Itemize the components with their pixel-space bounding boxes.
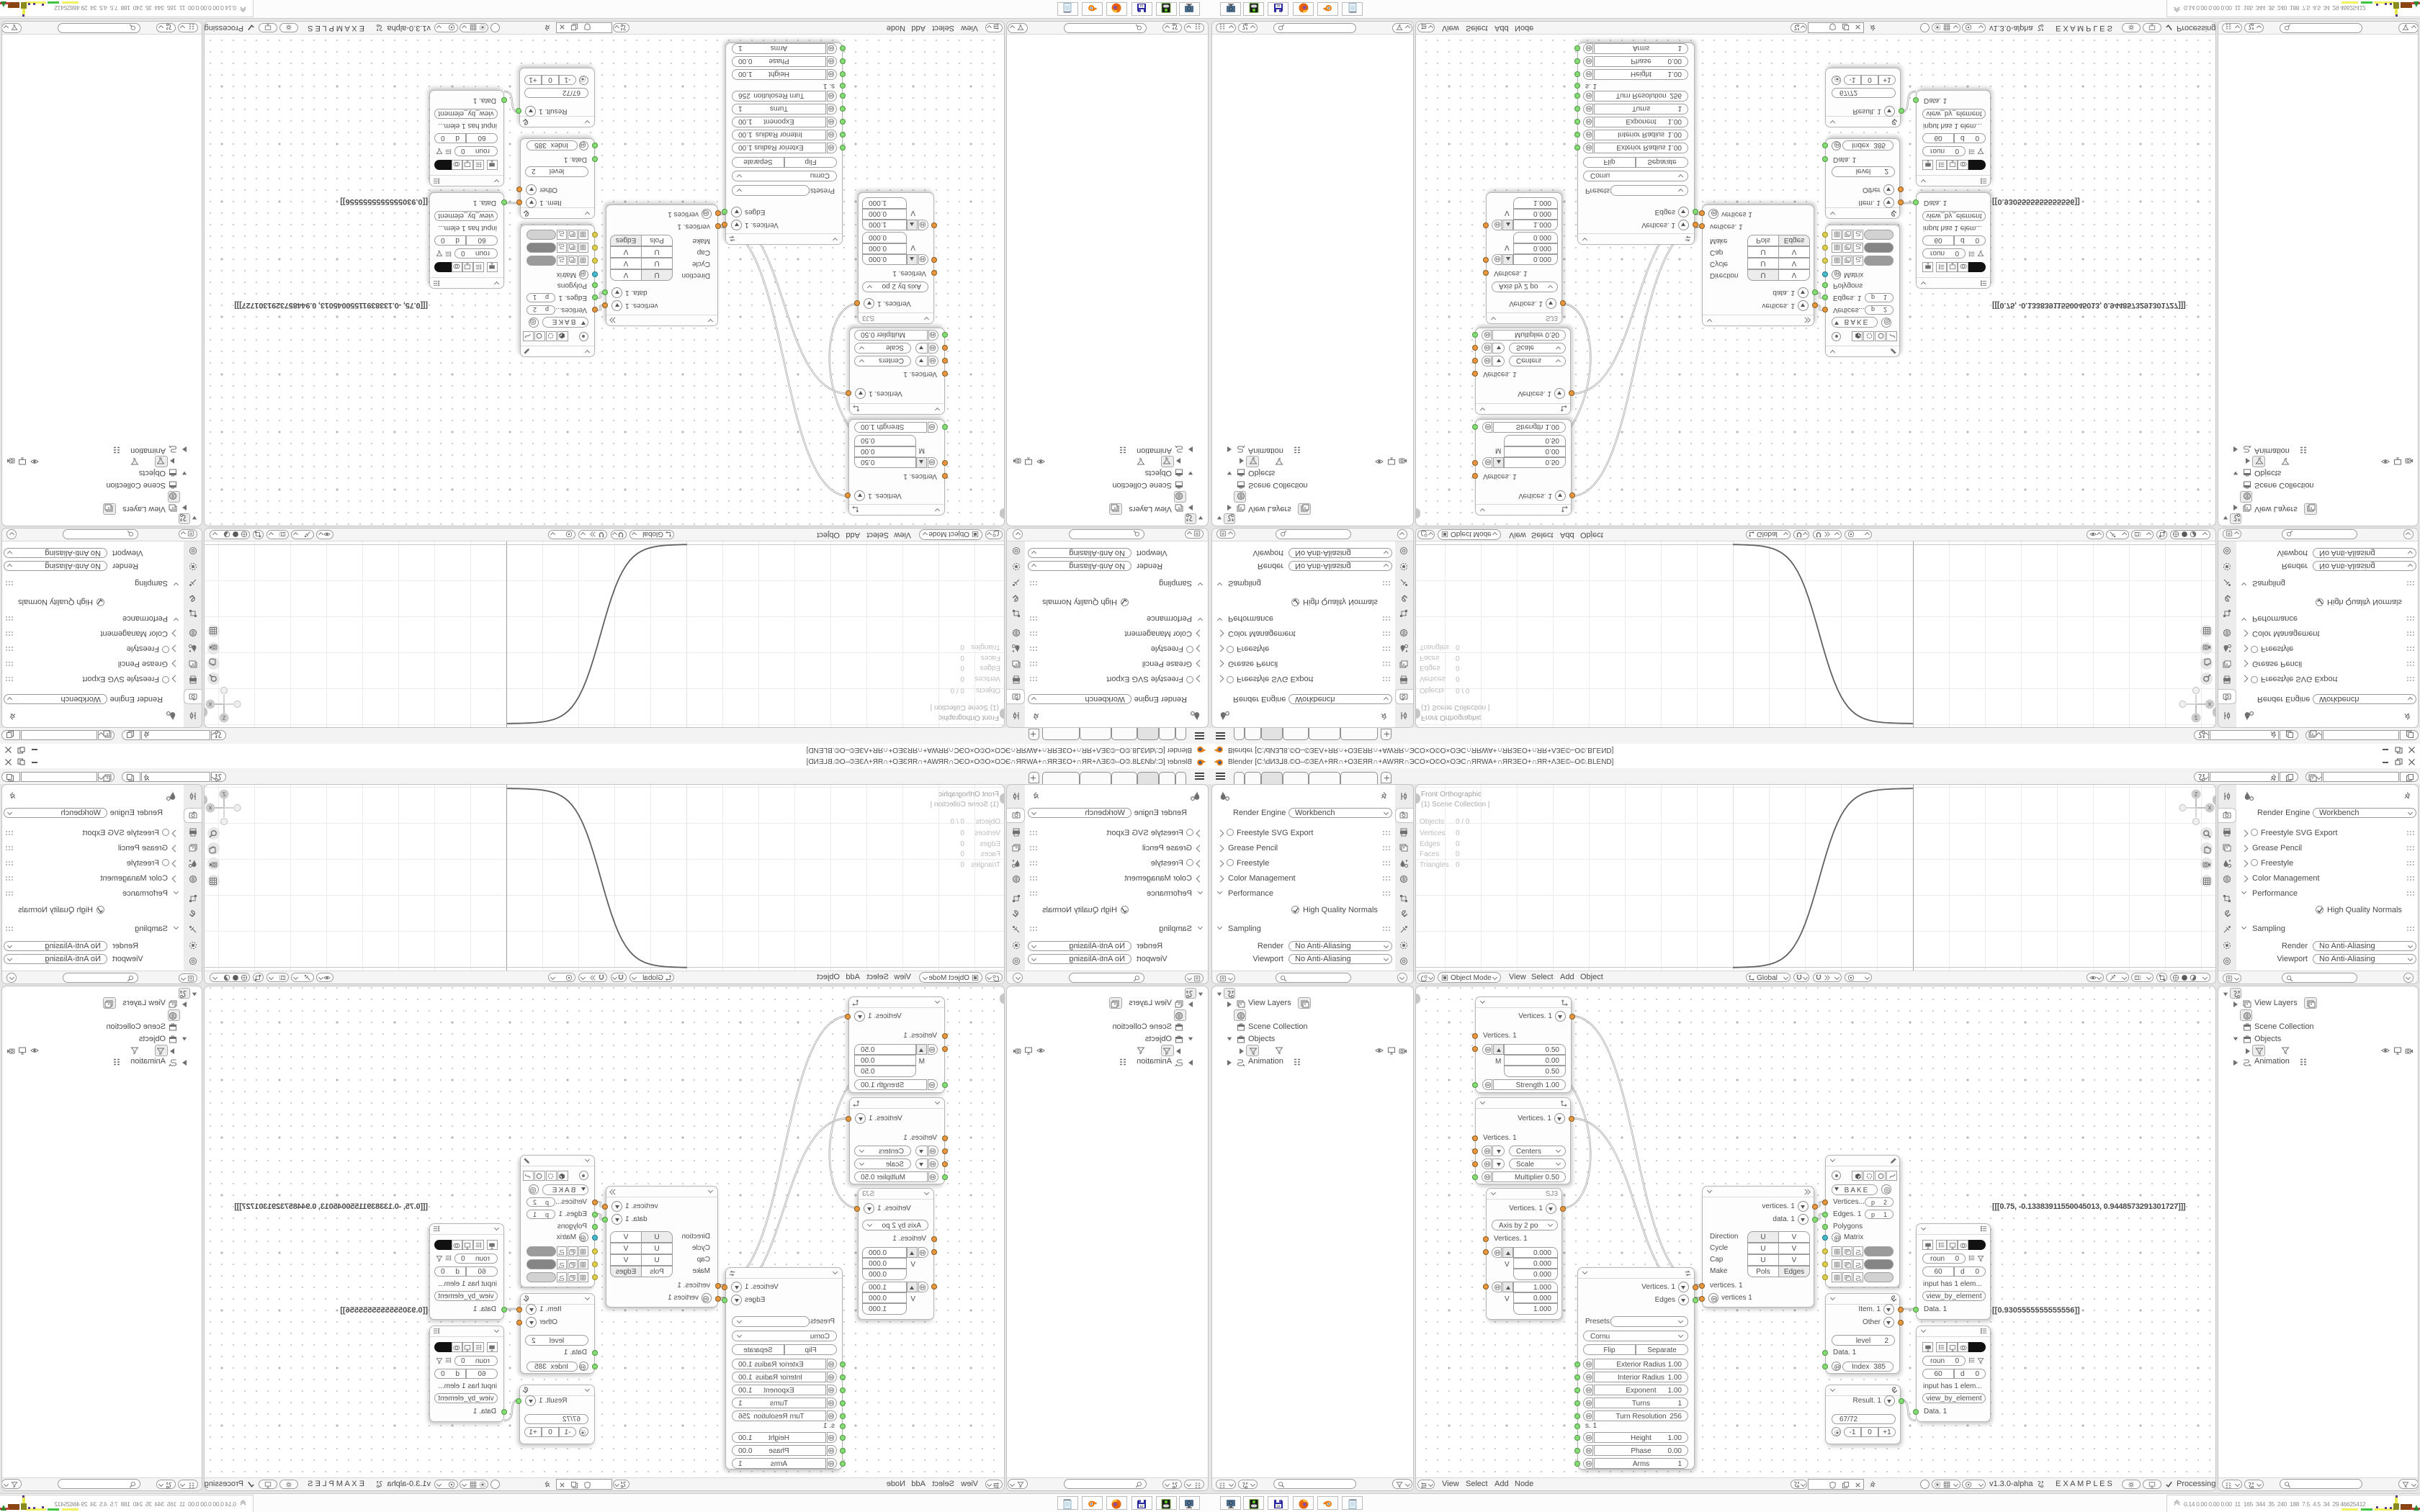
svg-text:Z: Z (2195, 793, 2198, 798)
svg-text:Z: Z (222, 715, 225, 720)
svg-text:Z: Z (2195, 715, 2198, 720)
svg-text:64: 64 (1276, 1504, 1281, 1508)
svg-text:X: X (2208, 701, 2212, 706)
svg-text:64: 64 (1276, 4, 1281, 8)
svg-text:64: 64 (1139, 4, 1144, 8)
svg-text:X: X (2208, 806, 2212, 811)
svg-text:X: X (208, 806, 212, 811)
svg-text:X: X (208, 701, 212, 706)
svg-text:Z: Z (222, 793, 225, 798)
svg-text:64: 64 (1139, 1504, 1144, 1508)
